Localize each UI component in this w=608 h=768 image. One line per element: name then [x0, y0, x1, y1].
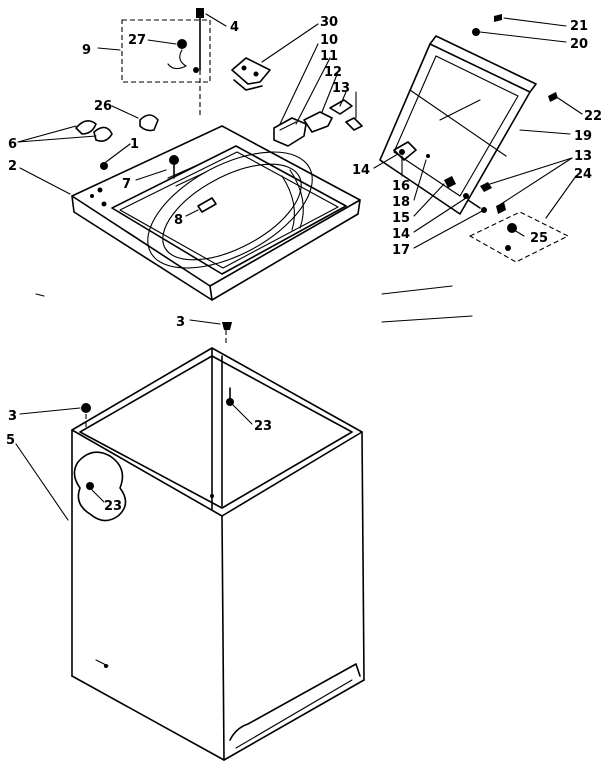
screw-23-upper — [226, 387, 234, 406]
lid-switch-bracket — [231, 57, 271, 91]
part-6 — [75, 120, 113, 142]
callout-10: 10 — [320, 33, 338, 48]
callout-30: 30 — [320, 15, 338, 30]
part-1 — [100, 162, 108, 170]
callout-13-right: 13 — [574, 149, 592, 164]
callout-3-upper: 3 — [176, 315, 185, 330]
callout-18: 18 — [392, 195, 410, 210]
callout-24: 24 — [574, 167, 592, 182]
washer-top-panel — [71, 125, 361, 301]
callout-23-upper: 23 — [254, 419, 272, 434]
callout-2: 2 — [8, 159, 17, 174]
callout-25: 25 — [530, 231, 548, 246]
callout-22: 22 — [584, 109, 602, 124]
screw-23-lower — [86, 482, 94, 490]
leader-lines — [15, 13, 583, 521]
part-21 — [494, 14, 502, 22]
dashed-box-24 — [468, 211, 570, 263]
callout-17: 17 — [392, 243, 410, 258]
callout-23-lower: 23 — [104, 499, 122, 514]
callout-13-top: 13 — [332, 81, 350, 96]
part-7 — [169, 155, 179, 165]
callout-6: 6 — [8, 137, 17, 152]
callout-26: 26 — [94, 99, 112, 114]
hinge-parts — [393, 141, 506, 214]
callout-12: 12 — [324, 65, 342, 80]
callout-15: 15 — [392, 211, 410, 226]
callout-9: 9 — [82, 43, 91, 58]
part-20 — [472, 28, 480, 36]
callout-1: 1 — [130, 137, 139, 152]
callout-5: 5 — [6, 433, 15, 448]
switch-assembly — [273, 99, 363, 147]
callout-labels: 4 30 10 11 12 13 27 9 26 6 2 1 7 8 21 20… — [6, 15, 602, 514]
callout-8: 8 — [174, 213, 183, 228]
screw-4 — [196, 8, 204, 71]
callout-4: 4 — [230, 20, 239, 35]
part-8 — [197, 197, 217, 213]
part-26 — [139, 114, 159, 132]
callout-11: 11 — [320, 49, 338, 64]
callout-27: 27 — [128, 33, 146, 48]
washer-cabinet — [71, 347, 365, 761]
screw-3-lower — [81, 403, 91, 413]
callout-14-upper: 14 — [352, 163, 370, 178]
callout-14-lower: 14 — [392, 227, 410, 242]
callout-20: 20 — [570, 37, 588, 52]
callout-7: 7 — [122, 177, 131, 192]
callout-3-lower: 3 — [8, 409, 17, 424]
dashed-box-9 — [121, 19, 211, 83]
callout-16: 16 — [392, 179, 410, 194]
screw-3-upper — [222, 322, 232, 330]
callout-21: 21 — [570, 19, 588, 34]
part-22 — [548, 92, 558, 102]
callout-19: 19 — [574, 129, 592, 144]
